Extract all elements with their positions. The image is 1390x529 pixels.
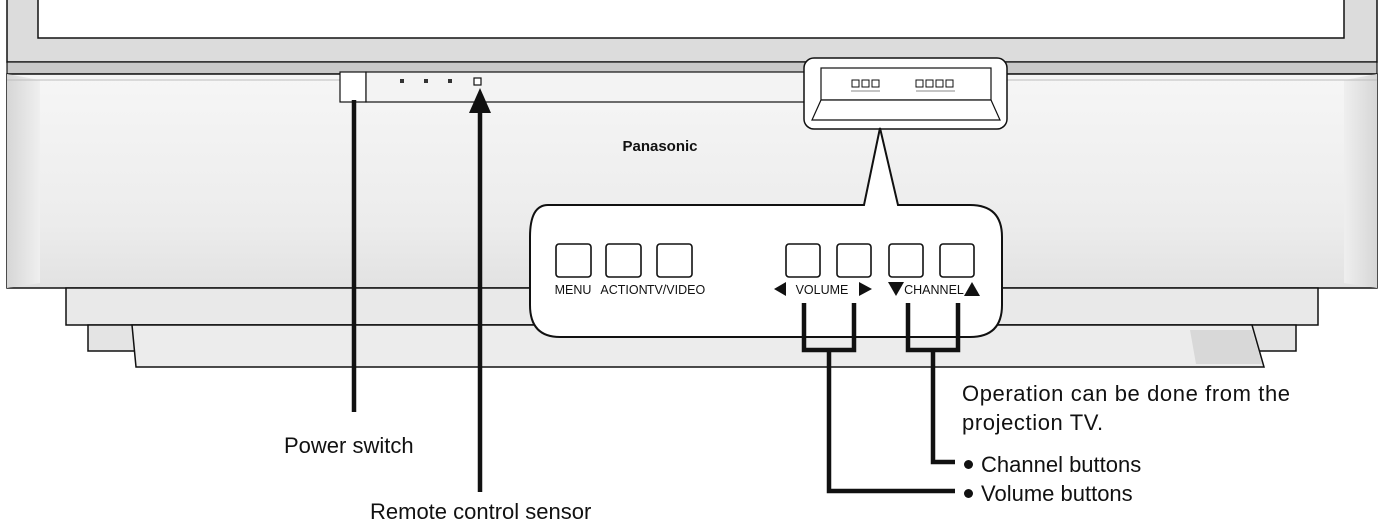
indicator-lamp [400,79,404,83]
panel-door [803,57,1008,130]
volume-down-button[interactable] [785,243,821,278]
remote-sensor-callout: Remote control sensor [370,499,592,524]
right-arrow-icon [859,282,872,296]
menu-label: MENU [555,283,592,297]
channel-buttons-callout: Channel buttons [964,452,1141,478]
power-switch[interactable] [342,74,364,100]
bullet-icon [964,459,973,469]
channel-buttons-text: Channel buttons [981,452,1142,477]
brand-logo: Panasonic [622,138,697,155]
tv-video-button[interactable] [656,243,693,278]
power-switch-callout: Power switch [284,433,414,458]
control-panel-zoom [529,127,1003,338]
remote-control-sensor [473,77,482,86]
action-button[interactable] [605,243,642,278]
up-arrow-icon [964,282,980,296]
tv-video-label: TV/VIDEO [647,283,706,297]
leader-lines [351,100,961,494]
screen-frame [6,0,1378,75]
channel-up-button[interactable] [939,243,975,278]
bullet-icon [964,488,973,498]
channel-label: CHANNEL [904,283,964,297]
indicator-lamp [424,79,428,83]
operation-note: Operation can be done from the projectio… [962,381,1291,435]
action-label: ACTION [600,283,647,297]
volume-buttons-callout: Volume buttons [964,481,1133,507]
left-arrow-icon [774,282,786,296]
channel-down-button[interactable] [888,243,924,278]
arrow-head-icon [469,88,491,113]
volume-label: VOLUME [796,283,849,297]
front-control-strip [339,71,877,103]
menu-button[interactable] [555,243,592,278]
indicator-lamp [448,79,452,83]
down-arrow-icon [888,282,904,296]
volume-buttons-text: Volume buttons [981,481,1133,506]
volume-up-button[interactable] [836,243,872,278]
